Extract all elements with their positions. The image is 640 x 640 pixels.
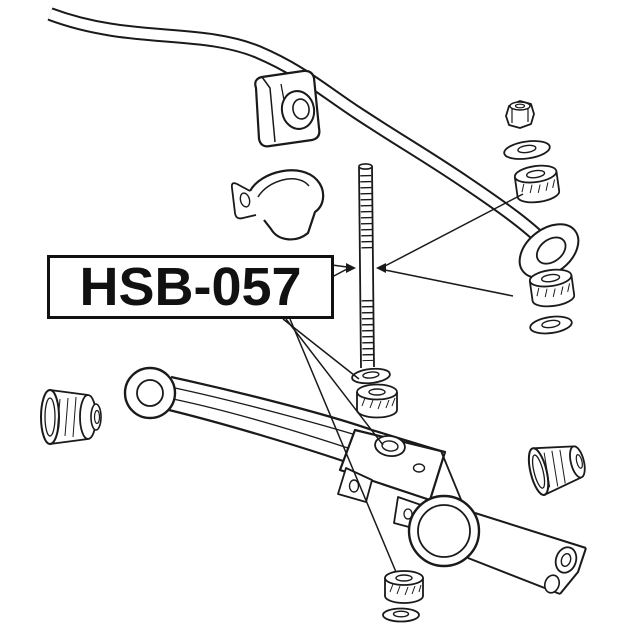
leader-lines (282, 193, 524, 573)
part-number-text: HSB-057 (79, 257, 302, 317)
link-bushing-lower (528, 268, 576, 308)
link-washer-lower (529, 315, 573, 335)
stabilizer-bar-eye (518, 223, 580, 279)
bottom-washer (382, 607, 420, 623)
control-arm-bushing-right (527, 445, 586, 496)
center-washer (351, 367, 391, 385)
stabilizer-clamp-bracket (230, 169, 325, 241)
link-bushing-upper (513, 164, 561, 204)
part-number-label: HSB-057 (47, 255, 334, 319)
lower-control-arm (123, 366, 587, 595)
center-bushing (356, 383, 398, 419)
stabilizer-link-rod (358, 163, 375, 369)
link-washer-upper (503, 140, 551, 160)
control-arm-bushing-left (40, 389, 102, 445)
link-nut (505, 100, 535, 129)
bottom-bushing (384, 570, 424, 604)
stabilizer-bushing-bracket (254, 69, 321, 148)
stabilizer-bar (47, 7, 549, 247)
